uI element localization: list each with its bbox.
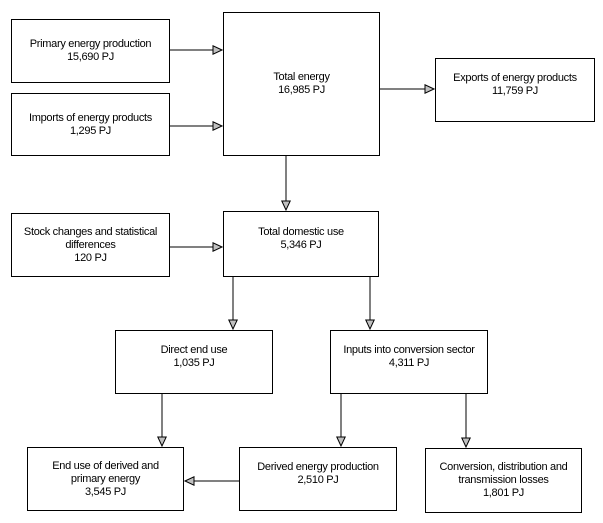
arrow-inputs-conversion-to-derived-production: [336, 394, 346, 448]
node-value: 4,311 PJ: [388, 356, 430, 369]
node-imports-of-energy-products: Imports of energy products 1,295 PJ: [11, 93, 170, 156]
node-inputs-into-conversion-sector: Inputs into conversion sector 4,311 PJ: [330, 330, 488, 394]
node-value: 5,346 PJ: [280, 238, 322, 251]
node-exports-of-energy-products: Exports of energy products 11,759 PJ: [435, 58, 595, 122]
node-conversion-distribution-transmission-losses: Conversion, distribution and transmissio…: [425, 448, 582, 513]
arrow-derived-production-to-end-use-derived: [183, 476, 239, 486]
arrow-stock-changes-to-total-domestic: [170, 242, 224, 252]
arrow-total-energy-to-exports: [380, 84, 436, 94]
node-derived-energy-production: Derived energy production 2,510 PJ: [239, 447, 397, 511]
node-primary-energy-production: Primary energy production 15,690 PJ: [11, 19, 170, 83]
node-label: Direct end use: [160, 343, 228, 356]
node-label: Inputs into conversion sector: [343, 343, 475, 356]
node-label: Primary energy production: [29, 38, 152, 50]
node-stock-changes: Stock changes and statistical difference…: [11, 213, 170, 277]
node-value: 3,545 PJ: [84, 485, 127, 498]
node-label: Derived energy production: [257, 460, 379, 473]
node-label: Conversion, distribution and transmissio…: [439, 461, 568, 486]
node-label: Total domestic use: [258, 225, 344, 238]
node-value: 1,801 PJ: [482, 487, 525, 499]
arrow-inputs-conversion-to-conversion-losses: [461, 394, 471, 449]
arrow-total-domestic-to-direct-end-use: [228, 277, 238, 331]
node-value: 2,510 PJ: [297, 473, 339, 486]
node-label: Total energy: [273, 71, 330, 83]
node-value: 1,295 PJ: [69, 124, 112, 137]
arrow-total-domestic-to-inputs-conversion: [365, 277, 375, 331]
node-label: Exports of energy products: [453, 71, 577, 84]
node-value: 120 PJ: [74, 251, 107, 264]
node-label: Imports of energy products: [28, 111, 153, 124]
node-total-energy: Total energy 16,985 PJ: [223, 12, 380, 156]
arrow-direct-end-use-to-end-use-derived: [157, 394, 167, 448]
node-value: 15,690 PJ: [67, 51, 114, 63]
node-value: 11,759 PJ: [491, 84, 539, 97]
node-end-use-of-derived-and-primary-energy: End use of derived and primary energy 3,…: [27, 447, 184, 511]
node-label: End use of derived and primary energy: [52, 459, 159, 485]
arrow-total-energy-to-total-domestic: [281, 156, 291, 212]
node-direct-end-use: Direct end use 1,035 PJ: [115, 330, 273, 394]
arrow-imports-to-total-energy: [170, 121, 224, 131]
node-value: 1,035 PJ: [173, 356, 215, 369]
node-label: Stock changes and statistical difference…: [23, 225, 158, 251]
node-value: 16,985 PJ: [278, 84, 325, 96]
arrow-primary-to-total-energy: [170, 45, 224, 55]
node-total-domestic-use: Total domestic use 5,346 PJ: [223, 211, 379, 277]
